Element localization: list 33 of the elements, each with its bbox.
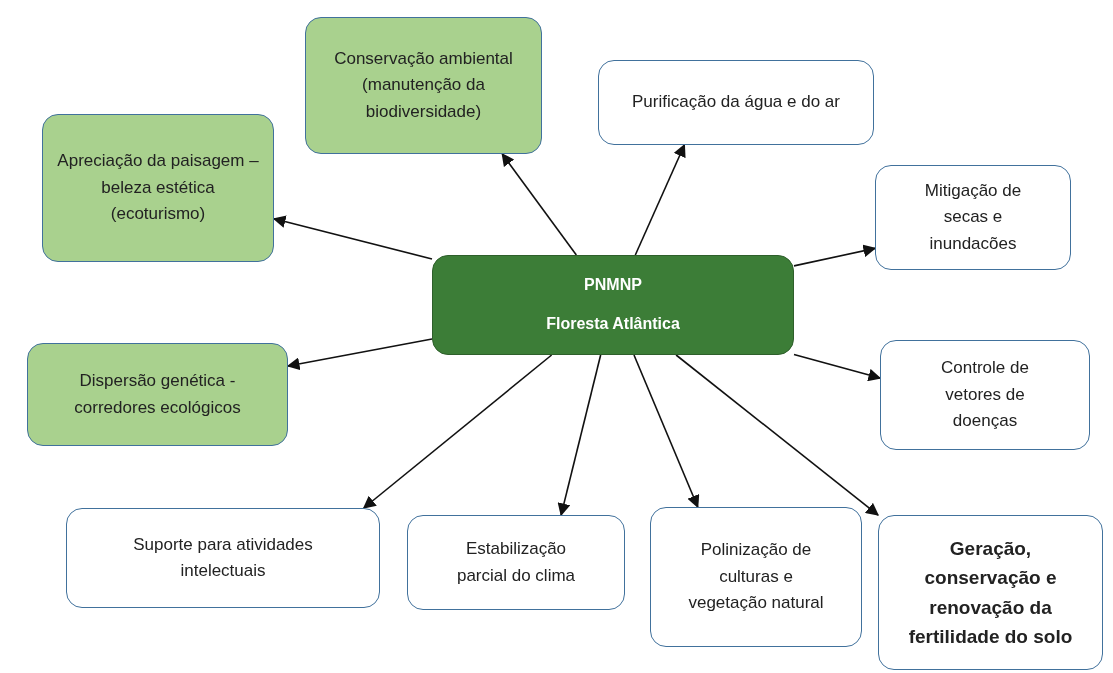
arrow bbox=[675, 354, 879, 516]
topic-box bbox=[27, 343, 288, 446]
box-text: Estabilização parcial do clima bbox=[455, 538, 577, 587]
box-text: Apreciação da paisagem – beleza estética (ecoturismo) bbox=[57, 150, 259, 226]
box-text: Geração, conservação e renovação da fertilidade do solo bbox=[907, 536, 1074, 649]
topic-box bbox=[66, 508, 380, 608]
topic-box bbox=[878, 515, 1103, 670]
box-text: Floresta Atlântica bbox=[546, 314, 680, 334]
topic-box bbox=[305, 17, 542, 154]
arrow bbox=[793, 353, 882, 382]
topic-box bbox=[42, 114, 274, 262]
box-text: Polinização de culturas e vegetação natural bbox=[687, 539, 825, 615]
topic-box bbox=[880, 340, 1090, 450]
topic-box bbox=[407, 515, 625, 610]
central-box bbox=[432, 255, 794, 355]
box-text: PNMNP bbox=[584, 275, 642, 296]
arrow bbox=[286, 338, 433, 371]
arrow bbox=[633, 354, 700, 509]
topic-box bbox=[598, 60, 874, 145]
box-text: Suporte para atividades intelectuais bbox=[132, 533, 314, 582]
box-text: Dispersão genética - corredores ecológicos bbox=[73, 370, 242, 419]
box-text: Controle de vetores de doenças bbox=[940, 357, 1030, 433]
arrow bbox=[272, 215, 433, 260]
box-text: Mitigação de secas e inundacões bbox=[923, 180, 1023, 255]
topic-box bbox=[650, 507, 862, 647]
arrow bbox=[501, 152, 578, 256]
box-text: Conservação ambiental (manutenção da biodiversidade) bbox=[333, 48, 514, 123]
topic-box bbox=[875, 165, 1071, 270]
arrow bbox=[634, 143, 686, 256]
arrow bbox=[793, 244, 877, 267]
box-text: Purificação da água e do ar bbox=[632, 91, 840, 114]
arrow bbox=[362, 354, 553, 509]
arrow bbox=[557, 354, 602, 517]
